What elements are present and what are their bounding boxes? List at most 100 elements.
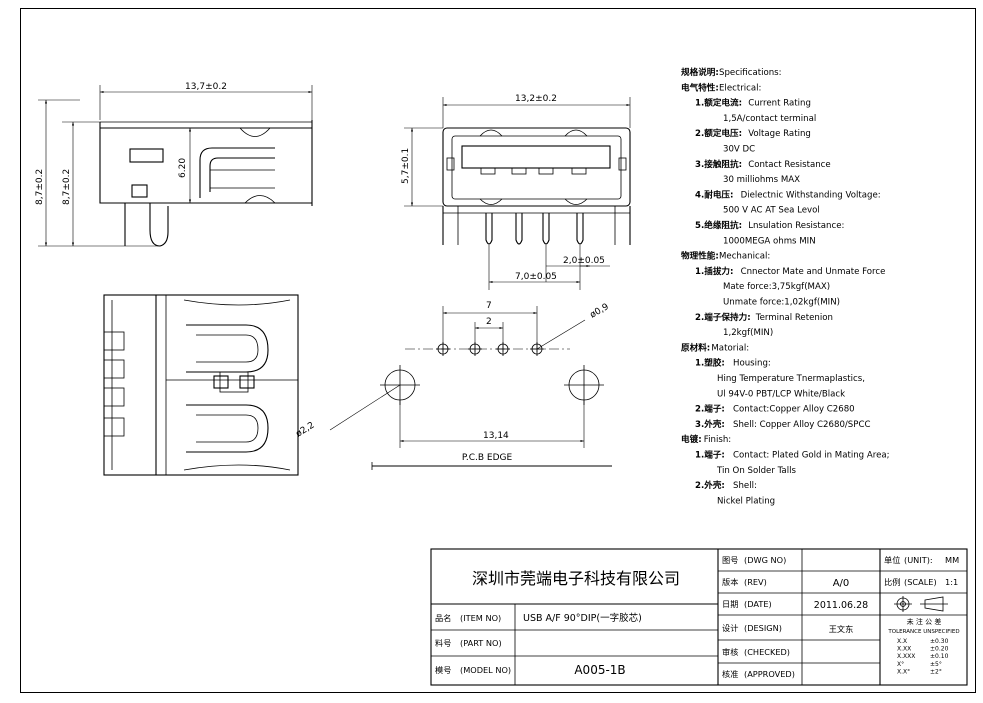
spec-label: 1.端子: [695,449,725,461]
tolerance-key: X.X [897,638,907,645]
spec-value: Cnnector Mate and Unmate Force [741,267,886,277]
scale-value: 1:1 [945,577,958,587]
rev-label-en: (REV) [744,577,767,587]
design-value: 王文东 [829,624,854,634]
scale-label-cn: 比例 [884,577,900,587]
date-label-en: (DATE) [744,599,772,609]
spec-value: Terminal Retenion [755,313,833,323]
spec-value: Voltage Rating [748,129,811,139]
tolerance-key: X.XXX [897,653,915,660]
date-value: 2011.06.28 [814,600,868,611]
spec-value: Hing Temperature Tnermaplastics, [717,374,865,384]
spec-label: 规格说明: [681,66,719,78]
spec-value: Specifications: [719,68,782,78]
spec-label: 2.额定电压: [695,127,742,139]
item-no-label-en: (ITEM NO) [460,613,501,623]
spec-value: Contact: Plated Gold in Mating Area; [733,451,890,461]
top-view [103,294,299,476]
approved-label-cn: 核准 [722,669,738,679]
spec-value: Housing: [733,359,771,369]
spec-label: 3.外壳: [695,418,725,430]
part-no-label-cn: 料号 [435,638,451,648]
spec-label: 物理性能: [681,250,719,262]
spec-value: Shell: Copper Alloy C2680/SPCC [733,420,870,430]
design-label-en: (DESIGN) [744,623,782,633]
spec-value: 30V DC [723,145,755,155]
unit-label-en: (UNIT): [904,555,933,565]
item-no-label-cn: 品名 [435,613,451,623]
model-no-label-cn: 模号 [435,665,451,675]
spec-label: 1.额定电流: [695,97,742,109]
dim-side-width: 13,7±0.2 [185,82,227,92]
model-no-value: A005-1B [574,663,625,677]
dim-pcb-pitch-small: 2 [486,317,492,327]
dim-front-width: 13,2±0.2 [515,94,557,104]
unit-label-cn: 单位 [884,555,900,565]
dim-hole-spacing: 13,14 [483,431,509,441]
tolerance-key: X.X° [897,668,910,675]
date-label-cn: 日期 [722,599,738,609]
spec-value: Lnsulation Resistance: [748,221,844,231]
spec-value: Contact:Copper Alloy C2680 [733,405,855,415]
drawing-frame [20,8,976,693]
title-block: 深圳市莞端电子科技有限公司 品名 (ITEM NO) USB A/F 90°DI… [430,548,968,686]
pcb-layout: 7 2 ø0,9 ø2,2 13,14 [294,301,612,470]
dim-side-inner: 6.20 [178,158,188,178]
tolerance-value: ±2° [930,668,942,675]
spec-value: 500 V AC AT Sea Levol [723,206,820,216]
dim-front-height: 5,7±0.1 [401,148,411,184]
part-no-label-en: (PART NO) [460,638,502,648]
spec-label: 3.接触阻抗: [695,158,742,170]
spec-value: Ul 94V-0 PBT/LCP White/Black [717,389,845,399]
design-label-cn: 设计 [722,623,738,633]
scale-label-en: (SCALE) [904,577,937,587]
tolerance-value: ±0.10 [930,653,949,660]
spec-value: 1,2kgf(MIN) [723,328,773,338]
spec-label: 电镀: [681,433,702,445]
spec-label: 原材料: [681,341,710,353]
model-no-label-en: (MODEL NO) [460,665,511,675]
spec-value: Matorial: [711,343,749,353]
dim-pitch-small: 2,0±0.05 [563,256,605,266]
side-view: 13,7±0.2 8,7±0.2 8,7±0.2 6.20 [35,82,313,247]
dwg-no-label-en: (DWG NO) [744,555,786,565]
spec-value: 30 milliohms MAX [723,175,800,185]
tolerance-title-cn: 未 注 公 差 [907,617,942,626]
spec-label: 2.端子: [695,403,725,415]
tolerance-value: ±5° [930,661,942,668]
tolerance-key: X.XX [897,646,911,653]
dim-pin-hole: ø0,9 [589,302,611,321]
approved-label-en: (APPROVED) [744,669,795,679]
company-name: 深圳市莞端电子科技有限公司 [472,569,680,588]
spec-value: Dielectnic Withstanding Voltage: [741,190,881,200]
spec-value: 1,5A/contact terminal [723,114,816,124]
specifications: 规格说明:Specifications:电气特性:Electrical:1.额定… [681,66,890,506]
checked-label-cn: 审核 [722,647,738,657]
tolerance-value: ±0.20 [930,646,949,653]
tolerance-title-en: TOLERANCE UNSPECIFIED [887,629,959,635]
spec-value: Finish: [704,435,731,445]
spec-label: 2.外壳: [695,479,725,491]
tolerance-table: X.X ±0.30X.XX ±0.20X.XXX ±0.10X° ±5° X.X° ±2° [897,638,949,675]
spec-label: 2.端子保持力: [695,311,751,323]
spec-label: 1.塑胶: [695,357,725,369]
rev-value: A/0 [833,578,850,589]
item-no-value: USB A/F 90°DIP(一字胶芯) [523,612,642,624]
spec-label: 5.绝缘阻抗: [695,219,742,231]
dwg-no-label-cn: 图号 [722,555,738,565]
tolerance-key: X° [897,661,904,668]
spec-value: 1000MEGA ohms MIN [723,236,816,246]
rev-label-cn: 版本 [722,577,738,587]
projection-symbol-icon [894,596,948,612]
tolerance-value: ±0.30 [930,638,949,645]
spec-value: Mate force:3,75kgf(MAX) [723,282,830,292]
spec-value: Nickel Plating [717,496,775,506]
spec-value: Tin On Solder Talls [716,466,796,476]
spec-value: Mechanical: [719,252,770,262]
spec-label: 4.耐电压: [695,188,733,200]
spec-label: 1.插拔力: [695,265,733,277]
spec-value: Contact Resistance [748,160,830,170]
front-view: 13,2±0.2 5,7±0.1 [401,94,631,290]
spec-value: Shell: [733,481,757,491]
